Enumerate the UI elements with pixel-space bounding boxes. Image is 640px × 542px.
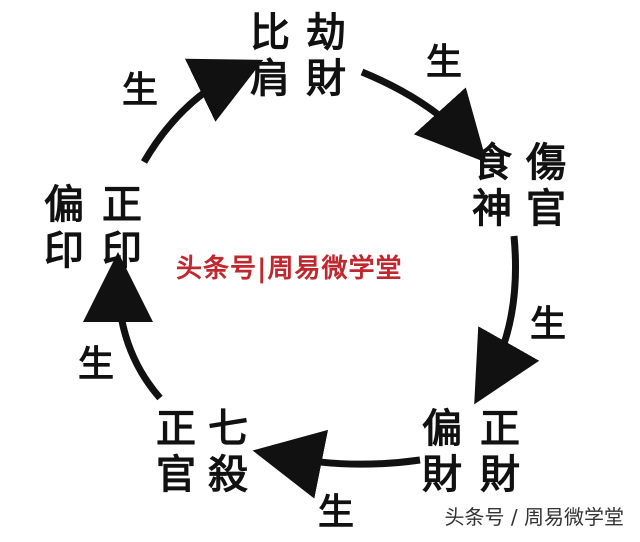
node-right-upper-left-column: 食神 <box>472 139 512 232</box>
arrow-left-upper-to-top <box>140 58 264 164</box>
center-title: 头条号|周易微学堂 <box>176 254 403 284</box>
node-left-lower-left-column: 正官 <box>156 405 196 498</box>
arrow-right-upper-to-right-lower <box>474 235 540 405</box>
node-top-right-column: 劫財 <box>306 9 346 102</box>
arrow-left-lower-to-left-upper <box>83 252 163 401</box>
node-left-lower-right-column: 七殺 <box>208 405 248 498</box>
node-left-upper-left-column: 偏印 <box>44 181 84 274</box>
node-right-lower-right-column: 正財 <box>480 405 520 498</box>
node-right-lower-left-column: 偏財 <box>422 405 462 498</box>
node-top-left-column: 比肩 <box>250 9 290 102</box>
watermark: 头条号 / 周易微学堂 <box>444 505 624 529</box>
arrow-label-top-right: 生 <box>426 41 463 83</box>
arrow-label-left-upper: 生 <box>122 69 159 111</box>
arrow-right-lower-to-left-lower <box>252 429 421 499</box>
arrow-top-to-right-upper <box>360 68 487 163</box>
arrow-label-left-lower: 生 <box>78 343 115 385</box>
node-right-upper-right-column: 傷官 <box>526 139 566 232</box>
arrow-label-bottom: 生 <box>318 491 355 533</box>
node-left-upper-right-column: 正印 <box>102 181 142 274</box>
arrow-label-right: 生 <box>530 303 567 345</box>
